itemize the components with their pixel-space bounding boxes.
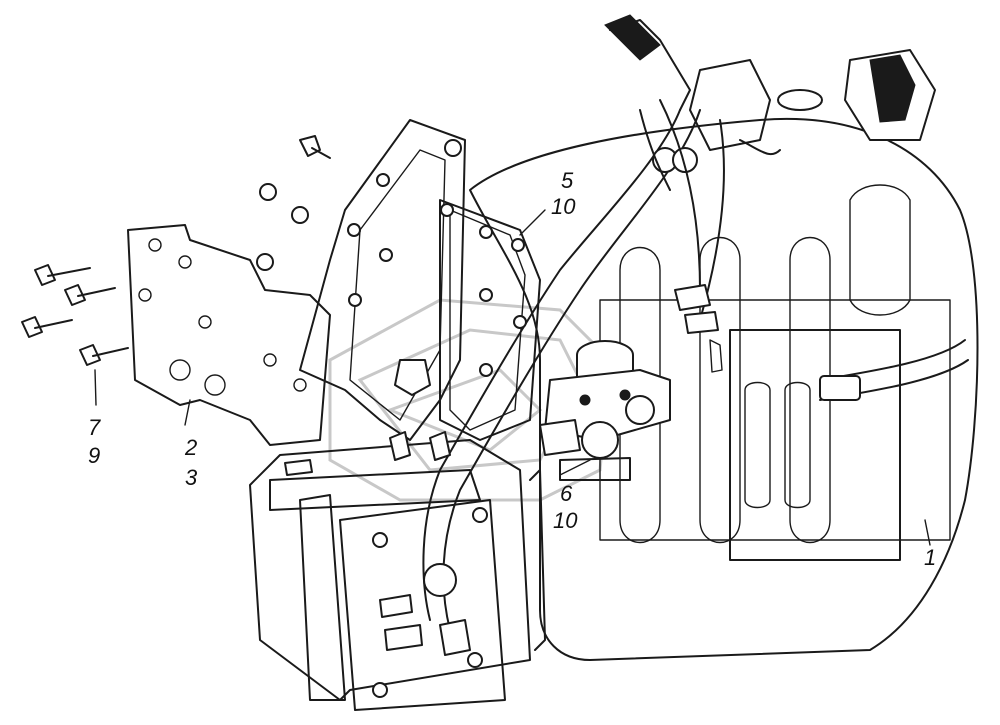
leader-lines: [519, 209, 591, 476]
adapter-plate: [127, 224, 331, 446]
loose-bolts: [21, 264, 129, 406]
fuel-tank: [469, 118, 979, 661]
callout-1: 1: [924, 545, 937, 570]
callout-3: 3: [185, 465, 198, 490]
bolts-and-washers: [256, 135, 527, 377]
mounting-bracket: [299, 119, 541, 441]
callout-7: 7: [88, 415, 101, 440]
filler-cap: [689, 49, 936, 156]
callout-10-top: 10: [551, 194, 576, 219]
callout-6: 6: [560, 481, 573, 506]
hose-clamps: [674, 284, 723, 373]
callout-2: 2: [185, 435, 198, 460]
hose-assembly: [422, 14, 725, 631]
callout-9: 9: [88, 443, 101, 468]
filter-housing: [249, 431, 546, 711]
callout-5: 5: [561, 168, 574, 193]
valve-unit: [539, 340, 671, 481]
callout-10-bottom: 10: [553, 508, 578, 533]
